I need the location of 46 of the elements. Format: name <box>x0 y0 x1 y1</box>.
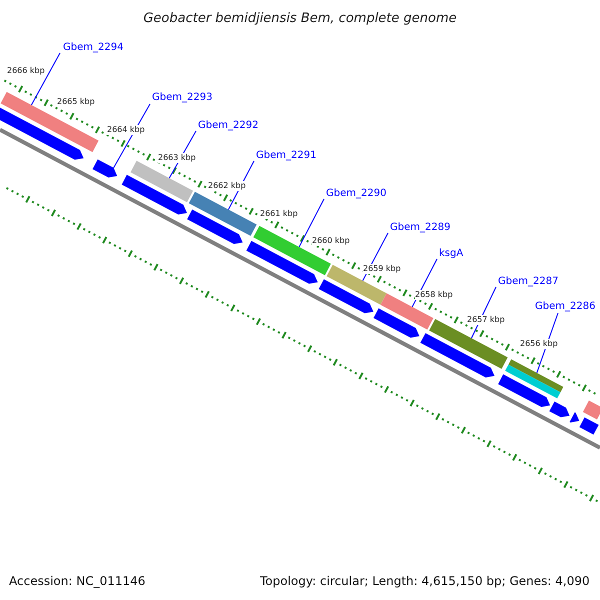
gene-bar <box>188 192 257 236</box>
gene-block <box>0 106 84 160</box>
gene-block <box>570 412 580 422</box>
scale-label: 2659 kbp <box>363 264 401 274</box>
gene-block <box>420 333 494 378</box>
gene-label: Gbem_2286 <box>535 301 596 313</box>
gene-label: Gbem_2293 <box>152 92 212 104</box>
leader-line <box>30 52 60 106</box>
gene-label: Gbem_2287 <box>498 276 558 288</box>
gene-block <box>549 402 570 418</box>
gene-bar <box>582 400 600 420</box>
gene-block <box>122 174 187 214</box>
gene-block <box>92 159 118 178</box>
gene-label: Gbem_2289 <box>390 222 450 234</box>
leader-line <box>298 198 324 248</box>
gene-block <box>374 308 420 338</box>
scale-label: 2656 kbp <box>520 339 558 349</box>
gene-block <box>187 210 243 244</box>
gene-block <box>318 279 374 314</box>
scale-label: 2664 kbp <box>107 125 145 135</box>
gene-bar <box>253 226 331 276</box>
footer-text: Topology: circular; Length: 4,615,150 bp; Genes: 4,090 <box>260 574 590 588</box>
footer-text: Accession: NC_011146 <box>9 574 146 588</box>
gene-bar <box>326 264 387 305</box>
scale-label: 2665 kbp <box>57 97 95 107</box>
gene-label: Gbem_2290 <box>326 188 386 200</box>
gene-bar <box>505 364 560 398</box>
scale-label: 2661 kbp <box>260 209 298 219</box>
scale-label: 2657 kbp <box>467 315 505 325</box>
title: Geobacter bemidjiensis Bem, complete genome <box>143 10 457 28</box>
scale-label: 2662 kbp <box>208 181 246 191</box>
gene-bar <box>508 359 564 392</box>
scale-label: 2663 kbp <box>158 153 196 163</box>
gene-label: Gbem_2291 <box>256 150 316 162</box>
gene-label: Gbem_2292 <box>198 120 258 132</box>
gene-bar <box>130 160 194 202</box>
gene-label: ksgA <box>439 248 464 260</box>
scale-label: 2658 kbp <box>415 290 453 300</box>
gene-bar <box>579 417 599 435</box>
scale-label: 2666 kbp <box>7 66 45 76</box>
gene-label: Gbem_2294 <box>63 42 124 54</box>
gene-block <box>498 374 550 407</box>
gene-bar <box>0 92 99 152</box>
leader-line <box>113 104 150 168</box>
gene-bar <box>380 293 434 330</box>
scale-label: 2660 kbp <box>312 236 350 246</box>
